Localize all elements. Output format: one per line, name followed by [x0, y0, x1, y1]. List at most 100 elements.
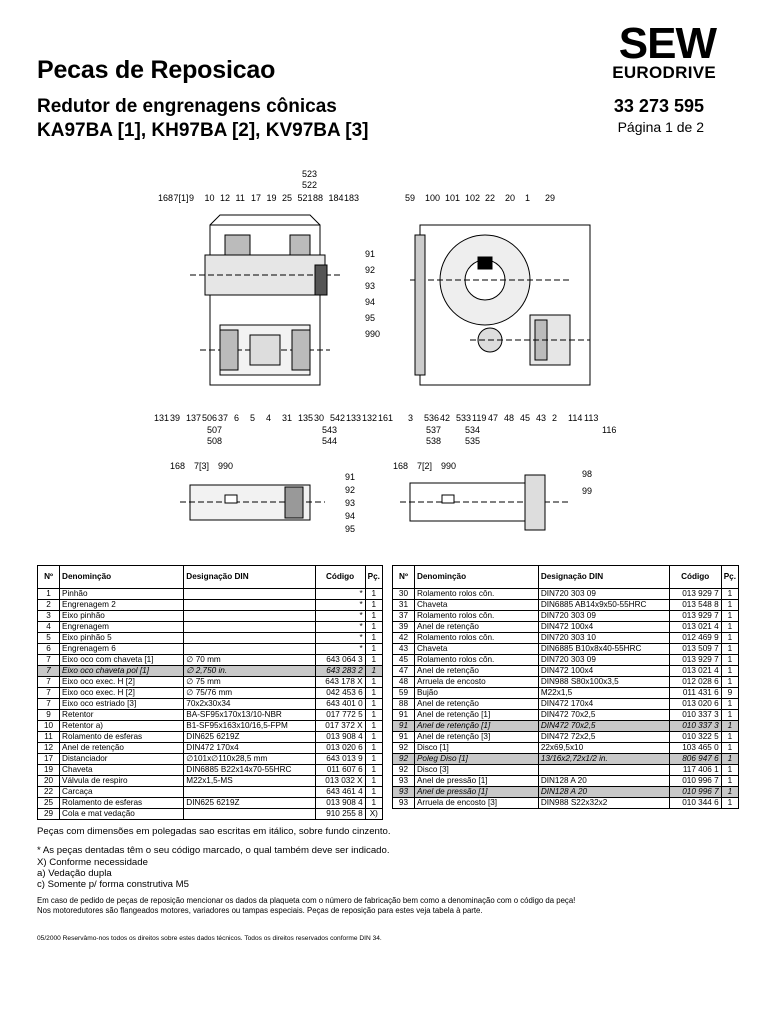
- callout-label: 537: [426, 425, 441, 435]
- callout-label: 544: [322, 436, 337, 446]
- cell-code: 010 996 7: [668, 775, 722, 787]
- cell-num: 19: [36, 764, 61, 776]
- callout-label: 7[3]: [194, 461, 209, 471]
- cell-num: 17: [36, 753, 61, 765]
- cell-din: DIN6885 B10x8x40-55HRC: [537, 643, 670, 655]
- sew-eurodrive-logo: SEW EURODRIVE: [576, 22, 717, 86]
- cell-num: 93: [392, 786, 415, 798]
- callout-label: 91: [345, 472, 355, 482]
- cell-qty: 1: [364, 731, 384, 743]
- cell-din: DIN625 6219Z: [183, 731, 316, 743]
- callout-label: 94: [345, 511, 355, 521]
- table-header-row: Nº Denominção Designação DIN Código Pç.: [392, 565, 740, 589]
- cell-num: 93: [392, 775, 415, 787]
- cell-name: Eixo oco exec. H [2]: [59, 676, 185, 688]
- callout-label: 133: [346, 413, 361, 423]
- callout-label: 9: [189, 193, 194, 203]
- inch-note: Peças com dimensões em polegadas sao esc…: [37, 826, 391, 837]
- cell-name: Chaveta: [59, 764, 185, 776]
- callout-label: 542: [330, 413, 345, 423]
- cell-num: 93: [392, 797, 415, 809]
- cell-qty: 1: [720, 588, 740, 600]
- cell-qty: 1: [720, 742, 740, 754]
- cell-code: 013 021 4: [668, 621, 722, 633]
- cell-num: 29: [36, 808, 61, 820]
- cell-qty: 1: [720, 731, 740, 743]
- cell-code: 643 178 X: [314, 676, 366, 688]
- order-note-line1: Em caso de pedido de peças de reposição …: [37, 896, 576, 905]
- col-header-name: Denominção: [59, 565, 185, 589]
- cell-code: 910 255 8: [314, 808, 366, 820]
- callout-label: 93: [365, 281, 375, 291]
- col-header-num: Nº: [392, 565, 415, 589]
- cell-code: 117 406 1: [668, 764, 722, 776]
- cell-din: DIN6885 B22x14x70-55HRC: [183, 764, 316, 776]
- cell-code: 013 929 7: [668, 654, 722, 666]
- cell-din: DIN128 A 20: [537, 786, 670, 798]
- cell-num: 92: [392, 753, 415, 765]
- cell-din: [183, 786, 316, 798]
- cell-name: Eixo oco exec. H [2]: [59, 687, 185, 699]
- cell-din: M22x1,5: [537, 687, 670, 699]
- cell-num: 42: [392, 632, 415, 644]
- cell-name: Engrenagem 2: [59, 599, 185, 611]
- cell-din: [183, 588, 316, 600]
- cell-num: 7: [36, 698, 61, 710]
- cell-qty: 1: [720, 797, 740, 809]
- cell-num: 91: [392, 731, 415, 743]
- cell-code: 643 283 2: [314, 665, 366, 677]
- cell-qty: 1: [364, 775, 384, 787]
- callout-label: 990: [218, 461, 233, 471]
- callout-label: 536: [424, 413, 439, 423]
- callout-label: 508: [207, 436, 222, 446]
- callout-label: 113: [584, 413, 598, 423]
- cell-num: 5: [36, 632, 61, 644]
- cell-din: DIN988 S80x100x3,5: [537, 676, 670, 688]
- cell-name: Eixo oco com chaveta [1]: [59, 654, 185, 666]
- callout-label: 31: [282, 413, 292, 423]
- cell-name: Bujão: [413, 687, 539, 699]
- cell-num: 30: [392, 588, 415, 600]
- cell-qty: 1: [364, 687, 384, 699]
- callout-label: 538: [426, 436, 441, 446]
- page-indicator: Página 1 de 2: [617, 119, 704, 135]
- cell-code: 010 337 3: [668, 709, 722, 721]
- cell-code: 013 020 6: [668, 698, 722, 710]
- cell-din: 22x69,5x10: [537, 742, 670, 754]
- callout-label: 119: [472, 413, 486, 423]
- cell-din: DIN720 303 10: [537, 632, 670, 644]
- callout-label: 183: [344, 193, 359, 203]
- cell-name: Retentor: [59, 709, 185, 721]
- cell-qty: 1: [364, 665, 384, 677]
- callout-label: 116: [602, 425, 616, 435]
- callout-label: 95: [345, 524, 355, 534]
- cell-din: DIN472 170x4: [183, 742, 316, 754]
- col-header-name: Denominção: [413, 565, 539, 589]
- callout-label: 114: [568, 413, 582, 423]
- cell-name: Engrenagem: [59, 621, 185, 633]
- cell-num: 4: [36, 621, 61, 633]
- cell-name: Eixo pinhão 5: [59, 632, 185, 644]
- cell-qty: 1: [720, 753, 740, 765]
- cell-qty: 1: [364, 643, 384, 655]
- cell-qty: 1: [720, 676, 740, 688]
- cell-num: 10: [36, 720, 61, 732]
- callout-label: 17: [251, 193, 261, 203]
- cell-qty: 1: [364, 621, 384, 633]
- cell-name: Eixo pinhão: [59, 610, 185, 622]
- cell-qty: 1: [364, 676, 384, 688]
- cell-din: DIN720 303 09: [537, 588, 670, 600]
- col-header-code: Código: [668, 565, 722, 589]
- cell-din: [183, 808, 316, 820]
